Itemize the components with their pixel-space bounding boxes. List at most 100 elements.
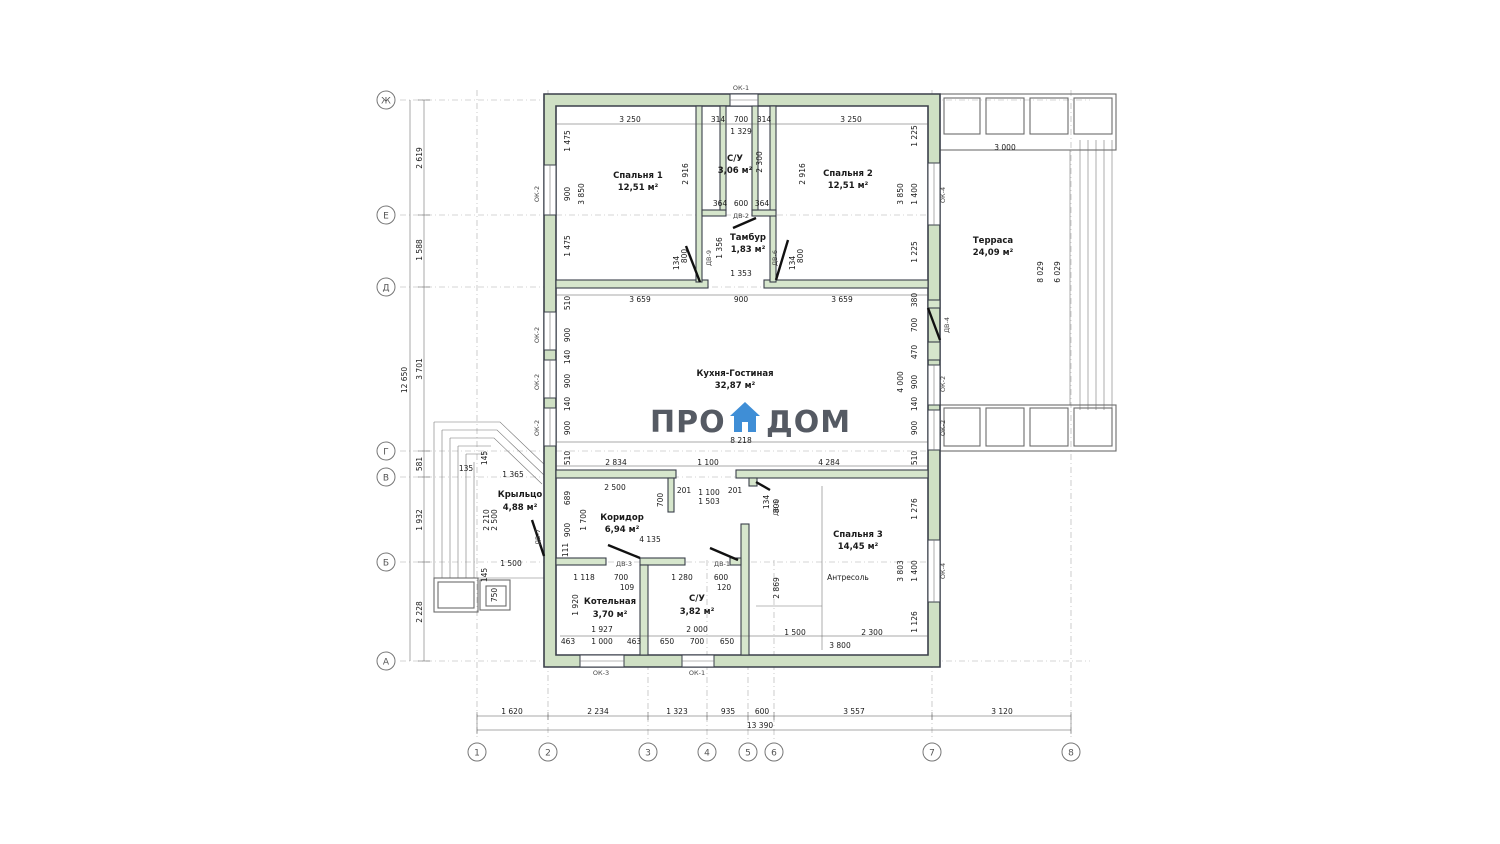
room-bedroom-1-name: Спальня 1 <box>613 171 663 181</box>
room-bedroom-3-area: 14,45 м² <box>838 542 879 552</box>
logo-text-left: ПРО <box>650 405 726 440</box>
axis-row-markers: Ж Е Д Г В Б А <box>376 90 396 671</box>
dim-41: 470 <box>910 345 919 360</box>
dim-bottom-1: 1 620 <box>501 707 523 716</box>
axis-col-1: 1 <box>474 749 480 759</box>
dim-36: 140 <box>563 350 572 365</box>
dim-72: 145 <box>480 568 489 583</box>
terrace-deck <box>939 93 1117 452</box>
axis-row-e: Е <box>383 212 389 222</box>
dim-45: 900 <box>910 421 919 436</box>
axis-row-a: А <box>383 658 390 668</box>
dim-left-4: 581 <box>415 457 424 472</box>
dim-10: 3 850 <box>577 183 586 205</box>
dim-49: 1 100 <box>697 458 719 467</box>
dim-18: 364 <box>713 199 728 208</box>
dim-59: 201 <box>728 486 743 495</box>
dim-53: 145 <box>480 451 489 466</box>
dim-79: 120 <box>717 583 732 592</box>
tag-ok3: ОК-3 <box>593 669 609 677</box>
dim-43: 900 <box>910 375 919 390</box>
tag-dv3: ДВ-3 <box>616 560 632 568</box>
dim-91: 700 <box>690 637 705 646</box>
dim-85: 1 927 <box>591 625 613 634</box>
room-corridor-area: 6,94 м² <box>605 525 640 535</box>
room-boiler-area: 3,70 м² <box>593 610 628 620</box>
bottom-dimensions: 1 620 2 234 1 323 935 600 3 557 3 120 13… <box>476 707 1072 734</box>
dim-37: 900 <box>563 374 572 389</box>
dim-64: 2 210 <box>482 509 491 531</box>
dim-57: 201 <box>677 486 692 495</box>
dim-7: 1 475 <box>563 130 572 152</box>
dim-92: 650 <box>720 637 735 646</box>
dim-89: 463 <box>627 637 642 646</box>
dim-25: 800 <box>796 249 805 264</box>
dim-4: 314 <box>757 115 772 124</box>
tag-ok2-c: ОК-2 <box>533 374 541 390</box>
dim-54: 1 365 <box>502 470 524 479</box>
dim-left-6: 2 228 <box>415 601 424 623</box>
tag-ok1-bottom: ОК-1 <box>689 669 705 677</box>
room-bedroom-2-name: Спальня 2 <box>823 169 873 179</box>
dim-94: 2 300 <box>861 628 883 637</box>
dim-71: 1 500 <box>500 559 522 568</box>
dim-55: 2 500 <box>604 483 626 492</box>
dim-46: 8 218 <box>730 436 752 445</box>
dim-17: 3 850 <box>896 183 905 205</box>
dim-left-1: 2 619 <box>415 147 424 169</box>
dim-61: 689 <box>563 491 572 506</box>
dim-12: 2 300 <box>755 151 764 173</box>
dim-66: 4 135 <box>639 535 661 544</box>
dim-bottom-7: 3 120 <box>991 707 1013 716</box>
dim-48: 2 834 <box>605 458 627 467</box>
dim-88: 1 000 <box>591 637 613 646</box>
dim-50: 4 284 <box>818 458 840 467</box>
room-porch-name: Крыльцо <box>498 490 543 500</box>
interior-dimensions: 3 250 314 700 314 1 329 3 250 1 475 900 … <box>459 115 1062 650</box>
dim-8: 900 <box>563 187 572 202</box>
dim-11: 2 916 <box>681 163 690 185</box>
dim-81: 2 869 <box>772 577 781 599</box>
dim-76: 109 <box>620 583 635 592</box>
tag-ok2-d: ОК-2 <box>533 420 541 436</box>
room-porch-area: 4,88 м² <box>503 503 538 513</box>
room-bathroom-2-name: С/У <box>689 594 705 604</box>
tag-dv2: ДВ-2 <box>733 212 749 220</box>
room-living-area: 32,87 м² <box>715 381 756 391</box>
dim-90: 650 <box>660 637 675 646</box>
dim-74: 1 118 <box>573 573 595 582</box>
dim-67: 111 <box>561 543 570 558</box>
dim-bottom-total: 13 390 <box>747 721 773 730</box>
dim-6: 3 250 <box>840 115 862 124</box>
tag-ok2-f: ОК-2 <box>939 420 947 436</box>
dim-3: 700 <box>734 115 749 124</box>
dim-24: 134 <box>788 256 797 271</box>
dim-47: 510 <box>563 451 572 466</box>
dim-28: 8 029 <box>1036 261 1045 283</box>
dim-68: 134 <box>762 495 771 510</box>
dim-60: 1 503 <box>698 497 720 506</box>
dim-2: 314 <box>711 115 726 124</box>
dim-bottom-5: 600 <box>755 707 770 716</box>
dim-20: 364 <box>755 199 770 208</box>
dim-33: 3 659 <box>831 295 853 304</box>
tag-ok2-e: ОК-2 <box>939 376 947 392</box>
room-terrace-area: 24,09 м² <box>973 248 1014 258</box>
dim-82: 3 803 <box>896 560 905 582</box>
dim-77: 1 280 <box>671 573 693 582</box>
room-bedroom-2-area: 12,51 м² <box>828 181 869 191</box>
dim-9: 1 475 <box>563 235 572 257</box>
dim-19: 600 <box>734 199 749 208</box>
tag-ok1-top: ОК-1 <box>733 84 749 92</box>
room-bathroom-1-area: 3,06 м² <box>718 166 753 176</box>
axis-col-5: 5 <box>745 749 751 759</box>
axis-row-b: Б <box>383 559 389 569</box>
dim-15: 1 400 <box>910 183 919 205</box>
room-corridor-name: Коридор <box>600 513 644 523</box>
dim-38: 140 <box>563 397 572 412</box>
dim-5: 1 329 <box>730 127 752 136</box>
dim-62: 1 700 <box>579 509 588 531</box>
axis-row-v: В <box>383 474 389 484</box>
axis-col-7: 7 <box>929 749 935 759</box>
